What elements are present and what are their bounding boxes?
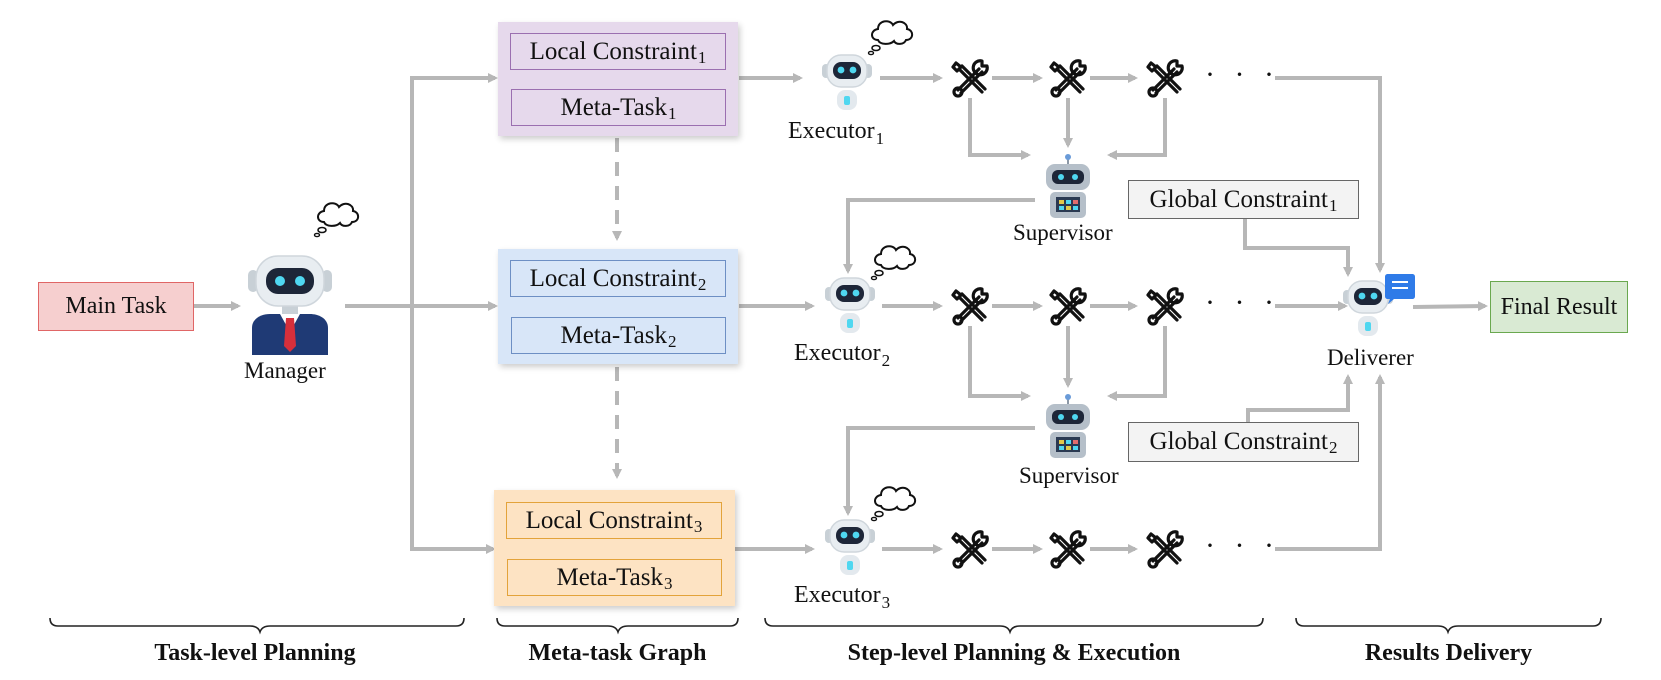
row-3-ellipsis: · · · <box>1205 529 1280 562</box>
executor-1-label: Executor1 <box>788 118 885 148</box>
supervisor-2-robot-icon <box>1045 393 1091 459</box>
arrow-manager-to-meta-task-3 <box>410 306 496 554</box>
brace-meta-task-graph <box>496 617 739 635</box>
executor-2-thought-bubble-icon <box>870 245 917 281</box>
main-task-node: Main Task <box>38 282 194 331</box>
main-task-label: Main Task <box>65 293 167 319</box>
arrow-supervisor-1-to-executor-2 <box>843 198 1035 274</box>
arrow-row1-to-deliverer <box>1275 76 1385 273</box>
final-result-label: Final Result <box>1500 293 1618 320</box>
arrow-supervisor-2-to-executor-3 <box>843 426 1035 516</box>
executor-2-label: Executor2 <box>794 340 891 370</box>
arrow-row2-to-supervisor-2-left <box>968 326 1031 401</box>
section-step-level-planning-execution: Step-level Planning & Execution <box>847 640 1181 666</box>
final-result-node: Final Result <box>1490 281 1628 333</box>
arrow-row2-to-supervisor-2-right <box>1107 326 1167 401</box>
meta-task-group-3 <box>494 490 735 606</box>
executor-1-robot-icon <box>821 54 873 111</box>
arrow-deliverer-to-final <box>1412 301 1488 312</box>
supervisor-1-label: Supervisor <box>1013 220 1113 245</box>
section-task-level-planning: Task-level Planning <box>154 640 356 666</box>
manager-thought-bubble-icon <box>313 202 360 238</box>
executor-1-thought-bubble-icon <box>867 20 914 56</box>
executor-3-thought-bubble-icon <box>870 486 917 522</box>
supervisor-1-robot-icon <box>1045 153 1091 219</box>
executor-3-robot-icon <box>824 519 876 576</box>
arrow-global-2-to-deliverer <box>1246 374 1353 424</box>
brace-task-level-planning <box>49 617 465 635</box>
arrow-row1-to-supervisor-1-right <box>1107 98 1167 160</box>
arrow-row3-to-deliverer <box>1275 374 1385 551</box>
section-meta-task-graph: Meta-task Graph <box>528 640 707 666</box>
executor-2-robot-icon <box>824 277 876 334</box>
supervisor-2-label: Supervisor <box>1019 463 1119 488</box>
section-results-delivery: Results Delivery <box>1364 640 1533 666</box>
arrow-global-1-to-deliverer <box>1243 218 1353 277</box>
brace-step-level-planning <box>764 617 1264 635</box>
manager-robot-icon <box>248 255 332 355</box>
row-2-ellipsis: · · · <box>1205 286 1280 319</box>
manager-label: Manager <box>244 358 326 383</box>
brace-results-delivery <box>1295 617 1602 635</box>
arrow-manager-to-meta-task-1 <box>410 73 498 306</box>
deliverer-robot-icon <box>1342 274 1415 337</box>
arrow-row1-to-supervisor-1-left <box>968 98 1031 160</box>
executor-3-label: Executor3 <box>794 582 891 612</box>
row-1-ellipsis: · · · <box>1205 58 1280 91</box>
meta-task-group-1 <box>498 22 738 136</box>
deliverer-label: Deliverer <box>1327 345 1414 370</box>
meta-task-group-2 <box>498 249 738 364</box>
